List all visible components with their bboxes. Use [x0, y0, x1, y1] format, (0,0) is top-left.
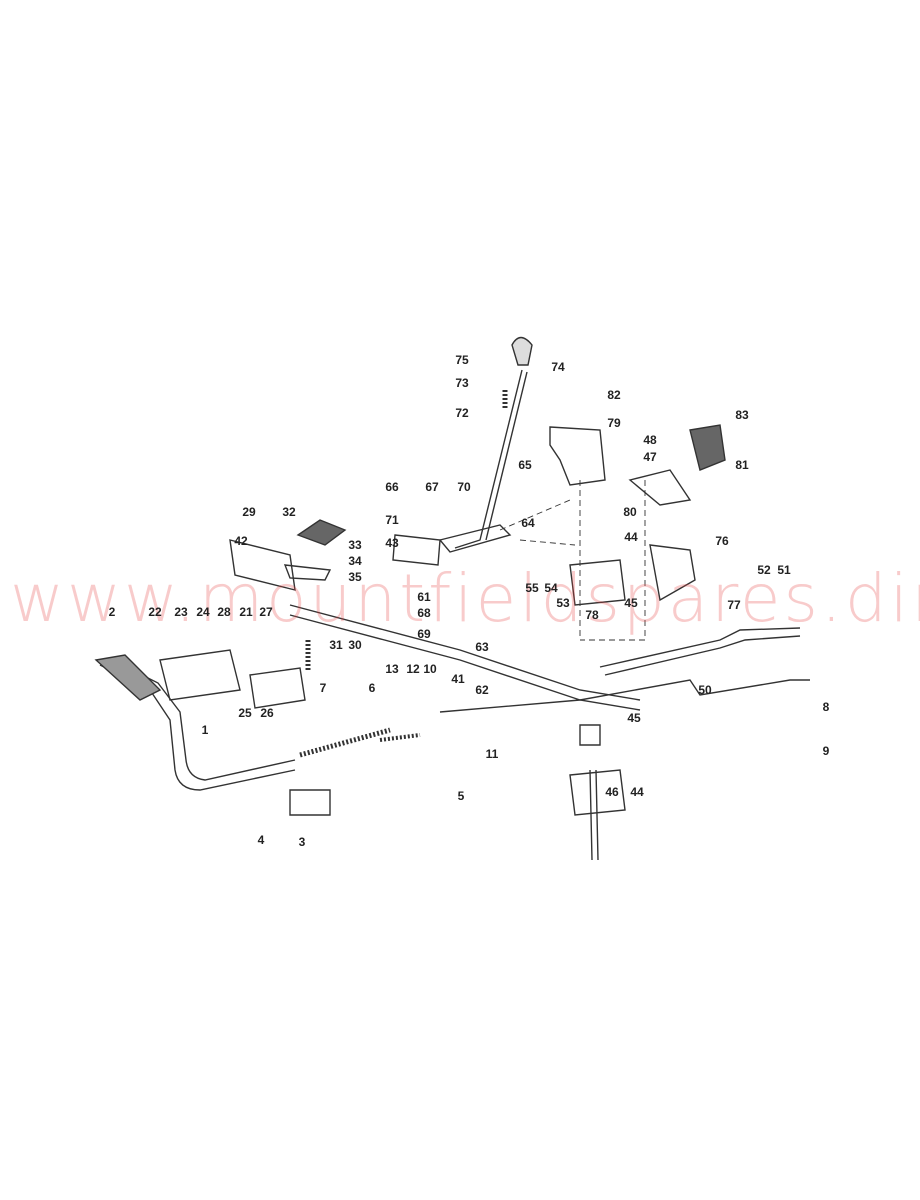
- callout: 45: [624, 596, 638, 610]
- callout: 35: [348, 570, 362, 584]
- callout: 28: [217, 605, 231, 619]
- callout: 79: [607, 416, 621, 430]
- pedal-rod: [94, 654, 296, 791]
- callout: 33: [348, 538, 362, 552]
- callout: 2: [108, 605, 116, 619]
- brackets: [159, 424, 726, 861]
- callout: 29: [242, 505, 256, 519]
- callout: 8: [822, 700, 830, 714]
- callout: 63: [475, 640, 489, 654]
- callout: 81: [735, 458, 749, 472]
- callout: 67: [425, 480, 439, 494]
- callout: 11: [485, 747, 499, 761]
- main-rod: [289, 604, 810, 713]
- callout: 1: [201, 723, 209, 737]
- callout: 26: [260, 706, 274, 720]
- callout: 4: [257, 833, 265, 847]
- callout: 51: [777, 563, 791, 577]
- callout: 27: [259, 605, 273, 619]
- callout: 12: [406, 662, 420, 676]
- callout: 80: [623, 505, 637, 519]
- callout: 64: [521, 516, 535, 530]
- callout: 54: [544, 581, 558, 595]
- callout: 82: [607, 388, 621, 402]
- callout: 43: [385, 536, 399, 550]
- callout: 72: [455, 406, 469, 420]
- callout: 3: [298, 835, 306, 849]
- callout: 77: [727, 598, 741, 612]
- callout: 31: [329, 638, 343, 652]
- callout: 50: [698, 683, 712, 697]
- lever-rod: [438, 336, 533, 553]
- callout: 5: [457, 789, 465, 803]
- callout: 53: [556, 596, 570, 610]
- callout: 71: [385, 513, 399, 527]
- callout: 34: [348, 554, 362, 568]
- callout: 73: [455, 376, 469, 390]
- callout: 70: [457, 480, 471, 494]
- callout: 32: [282, 505, 296, 519]
- callout: 21: [239, 605, 253, 619]
- callout: 23: [174, 605, 188, 619]
- callout: 46: [605, 785, 619, 799]
- callout: 65: [518, 458, 532, 472]
- callout: 6: [368, 681, 376, 695]
- callout: 45: [627, 711, 641, 725]
- callout: 41: [451, 672, 465, 686]
- callout: 9: [822, 744, 830, 758]
- callout: 47: [643, 450, 657, 464]
- callout: 13: [385, 662, 399, 676]
- callout: 75: [455, 353, 469, 367]
- callout: 30: [348, 638, 362, 652]
- callout: 10: [423, 662, 437, 676]
- callout: 83: [735, 408, 749, 422]
- callout: 78: [585, 608, 599, 622]
- callout: 55: [525, 581, 539, 595]
- callout: 62: [475, 683, 489, 697]
- callout: 24: [196, 605, 210, 619]
- callout: 48: [643, 433, 657, 447]
- callout: 69: [417, 627, 431, 641]
- callout: 52: [757, 563, 771, 577]
- callout: 66: [385, 480, 399, 494]
- callout: 76: [715, 534, 729, 548]
- callout: 74: [551, 360, 565, 374]
- callout: 61: [417, 590, 431, 604]
- watermark: www.mountfieldspares.direct: [10, 560, 920, 637]
- callout: 42: [234, 534, 248, 548]
- callout: 7: [319, 681, 327, 695]
- dashed-guides: [499, 480, 646, 641]
- callout: 22: [148, 605, 162, 619]
- callout: 68: [417, 606, 431, 620]
- springs: [299, 390, 508, 758]
- callout: 25: [238, 706, 252, 720]
- callout: 44: [624, 530, 638, 544]
- callout: 44: [630, 785, 644, 799]
